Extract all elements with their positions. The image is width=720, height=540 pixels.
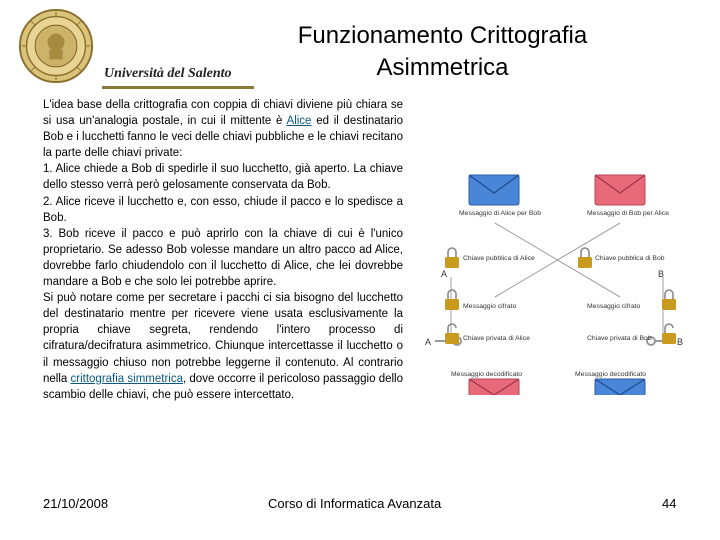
lock-alice-public-icon: [445, 247, 459, 268]
step-2: 2. Alice riceve il lucchetto e, con esso…: [43, 195, 403, 224]
footer-date: 21/10/2008: [43, 496, 109, 511]
link-alice[interactable]: Alice: [286, 115, 312, 128]
page-number: 44: [662, 496, 677, 511]
step-3: 3. Bob riceve il pacco e può aprirlo con…: [43, 227, 403, 289]
lock-right-open-icon: [662, 323, 676, 344]
university-logo: Università del Salento: [14, 6, 254, 96]
university-name: Università del Salento: [104, 66, 232, 81]
label-priv-alice: Chiave privata di Alice: [463, 335, 530, 342]
lock-right-closed-icon: [662, 289, 676, 310]
label-letter-b-bottom: B: [677, 337, 683, 347]
slide-title: Funzionamento Crittografia Asimmetrica: [265, 20, 620, 84]
label-dec-left: Messaggio decodificato: [451, 371, 522, 378]
slide-title-line2: Asimmetrica: [376, 54, 509, 81]
label-enc-left: Messaggio cifrato: [463, 303, 516, 310]
label-pub-alice: Chiave pubblica di Alice: [463, 255, 535, 262]
logo-underline: [102, 86, 254, 89]
lock-left-closed-icon: [445, 289, 459, 310]
intro-paragraph: L'idea base della crittografia con coppi…: [43, 99, 403, 160]
envelope-red-bottom-icon: [468, 378, 520, 395]
label-letter-a-bottom: A: [425, 337, 431, 347]
label-enc-right: Messaggio cifrato: [587, 303, 640, 310]
envelope-blue-bottom-icon: [594, 378, 646, 395]
slide-body: L'idea base della crittografia con coppi…: [43, 97, 403, 403]
envelope-blue-top-icon: [468, 174, 520, 206]
label-priv-bob: Chiave privata di Bob: [587, 335, 652, 342]
label-msg-bob: Messaggio di Bob per Alice: [587, 210, 669, 217]
lock-left-open-icon: [445, 323, 459, 344]
label-dec-right: Messaggio decodificato: [575, 371, 646, 378]
asymmetric-crypto-diagram: Messaggio di Alice per Bob Messaggio di …: [425, 174, 683, 395]
label-msg-alice: Messaggio di Alice per Bob: [459, 210, 541, 217]
slide-title-line1: Funzionamento Crittografia: [297, 22, 588, 49]
envelope-red-top-icon: [594, 174, 646, 206]
lock-bob-public-icon: [578, 247, 592, 268]
label-pub-bob: Chiave pubblica di Bob: [595, 255, 665, 262]
crossing-lines: [450, 222, 664, 333]
university-seal-icon: [18, 8, 94, 84]
link-symmetric-crypto[interactable]: crittografia simmetrica: [70, 372, 183, 385]
label-letter-a-top: A: [441, 269, 447, 279]
footer-course: Corso di Informatica Avanzata: [268, 496, 442, 511]
label-letter-b-top: B: [658, 269, 664, 279]
step-1: 1. Alice chiede a Bob di spedirle il suo…: [43, 163, 403, 192]
conclusion-paragraph: Si può notare come per secretare i pacch…: [43, 292, 403, 401]
